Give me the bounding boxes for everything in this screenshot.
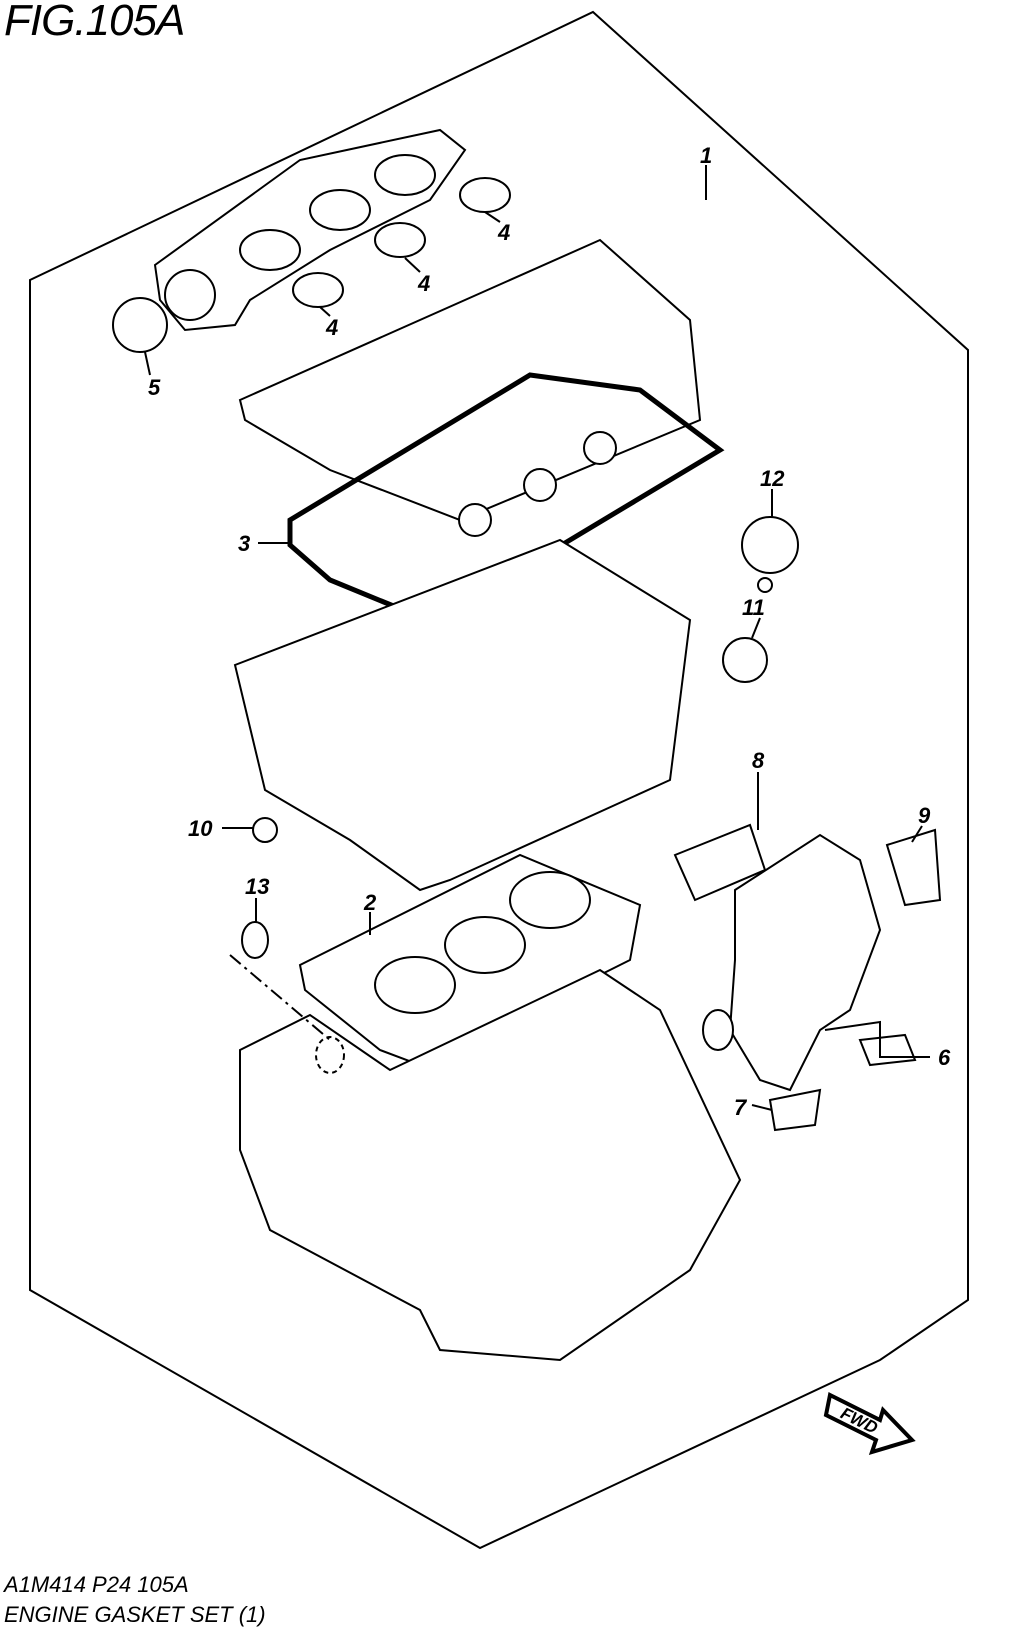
callout-6: 6 bbox=[938, 1045, 951, 1070]
gasket-6 bbox=[858, 1033, 917, 1067]
callout-9: 9 bbox=[918, 803, 931, 828]
leader-lines bbox=[144, 165, 930, 1111]
gasket-12 bbox=[741, 516, 799, 574]
assembly-boundary bbox=[29, 10, 969, 1550]
intake-manifold bbox=[153, 128, 467, 332]
callout-2: 2 bbox=[363, 890, 377, 915]
intake-gasket-4a bbox=[459, 177, 511, 213]
gasket-7 bbox=[768, 1088, 822, 1132]
callout-4: 4 bbox=[497, 220, 510, 245]
callout-10: 10 bbox=[188, 816, 213, 841]
gasket-8 bbox=[673, 823, 767, 902]
callout-3: 3 bbox=[238, 531, 250, 556]
seal-13 bbox=[241, 921, 269, 959]
callout-8: 8 bbox=[752, 748, 765, 773]
callout-4: 4 bbox=[417, 271, 430, 296]
callout-12: 12 bbox=[760, 466, 785, 491]
callout-13: 13 bbox=[245, 874, 269, 899]
turbocharger bbox=[728, 833, 882, 1092]
cylinder-head bbox=[233, 538, 692, 892]
callout-1: 1 bbox=[700, 143, 712, 168]
gasket-9 bbox=[885, 828, 942, 907]
drawing-name: ENGINE GASKET SET (1) bbox=[4, 1602, 266, 1627]
callout-5: 5 bbox=[148, 375, 161, 400]
intake-gasket-4b bbox=[374, 222, 426, 258]
cylinder-block bbox=[239, 968, 742, 1362]
callout-4: 4 bbox=[325, 315, 338, 340]
gasket-10 bbox=[252, 817, 278, 843]
callout-labels: 1 2 3 4 4 4 5 6 7 8 9 10 11 12 13 bbox=[148, 143, 951, 1120]
figure-title: FIG.105A bbox=[4, 0, 185, 45]
callout-11: 11 bbox=[742, 595, 765, 620]
drawing-code: A1M414 P24 105A bbox=[4, 1572, 189, 1597]
fwd-arrow-icon: FWD bbox=[823, 1392, 916, 1456]
o-ring-5 bbox=[112, 297, 168, 353]
gasket-11 bbox=[722, 637, 768, 683]
intake-gasket-4c bbox=[292, 272, 344, 308]
callout-7: 7 bbox=[734, 1095, 748, 1120]
